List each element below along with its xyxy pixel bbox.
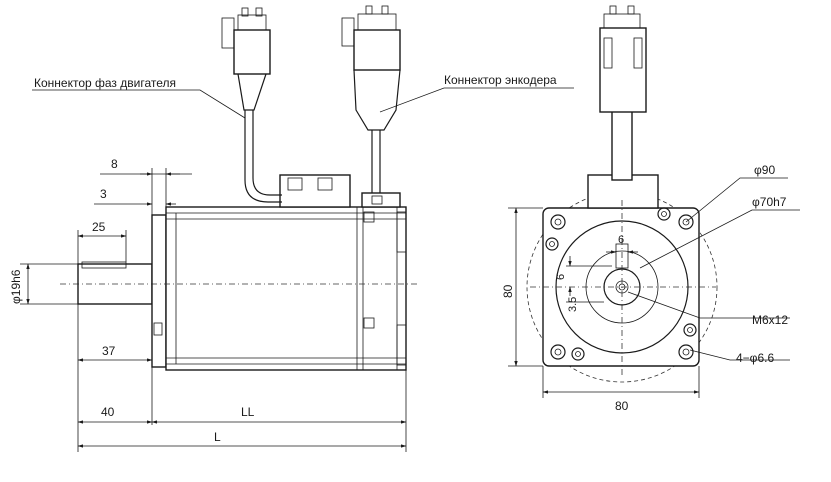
height-80-label: 80: [501, 284, 515, 298]
dim-37-label: 37: [102, 344, 116, 358]
motor-body: [165, 206, 407, 371]
mount-holes-label: 4−φ6.6: [736, 351, 774, 365]
connector-housing: [279, 174, 351, 208]
phase-connector-plug: [221, 7, 271, 111]
front-view: 80 80 6 6 3.5 φ90 φ70h7 M6x12 4−φ6.6: [501, 5, 800, 413]
dim-40-label: 40: [101, 405, 115, 419]
phase-cable: [244, 110, 282, 203]
side-view: 8 3 25 φ19h6 37 40 LL L Коннектор фаз дв…: [9, 5, 574, 452]
encoder-connector-plug: [341, 5, 401, 131]
key-depth-label: 6: [555, 274, 567, 280]
width-80-label: 80: [615, 399, 629, 413]
phase-connector-callout: Коннектор фаз двигателя: [34, 76, 176, 90]
dim-8-label: 8: [111, 157, 118, 171]
bolt-circle: [526, 191, 718, 383]
thread-label: M6x12: [752, 313, 788, 327]
bolt-circle-label: φ90: [754, 163, 775, 177]
motor-flange: [151, 214, 167, 368]
dim-25-label: 25: [92, 220, 106, 234]
shaft-key: [81, 261, 127, 269]
dim-L-label: L: [214, 430, 221, 444]
pilot-diameter-label: φ70h7: [752, 195, 787, 209]
shaft-diameter-label: φ19h6: [9, 269, 23, 304]
mounting-holes: [545, 207, 697, 361]
key-width-label: 6: [618, 234, 624, 246]
front-connector-plug: [599, 27, 647, 113]
dim-3-label: 3: [100, 187, 107, 201]
encoder-connector-callout: Коннектор энкодера: [444, 73, 557, 87]
key-offset-label: 3.5: [567, 297, 579, 312]
dim-LL-label: LL: [241, 405, 255, 419]
